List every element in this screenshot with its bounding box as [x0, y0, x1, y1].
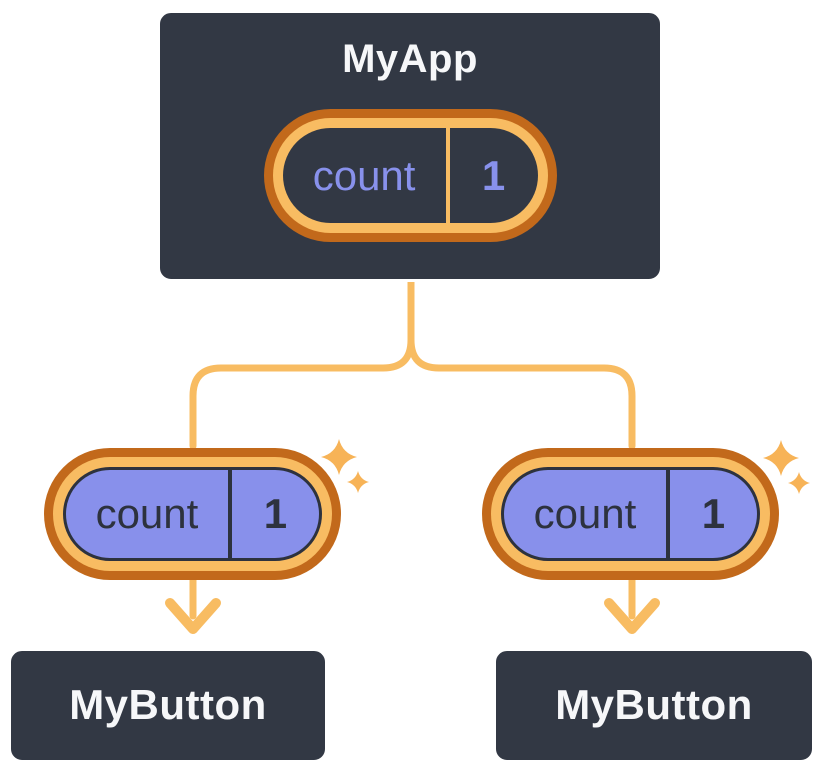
sparkle-icon: [321, 439, 357, 475]
prop-pill-right: count 1: [482, 448, 779, 580]
prop-name-label: count: [533, 490, 637, 537]
node-mybutton-left: MyButton: [8, 648, 328, 763]
node-myapp-title: MyApp: [342, 37, 478, 81]
connector-root-to-left-child: [189, 278, 415, 450]
arrow-down-right: [604, 574, 660, 634]
prop-pill-core: count 1: [501, 467, 760, 561]
node-myapp: MyApp count 1: [157, 10, 663, 282]
prop-pill-core: count 1: [63, 467, 322, 561]
arrow-down-left: [165, 574, 221, 634]
state-pill-core: count 1: [282, 128, 538, 223]
prop-name-label: count: [95, 490, 199, 537]
state-pill-count: count 1: [263, 109, 557, 242]
state-pill-divider: [445, 128, 450, 223]
state-name-label: count: [312, 151, 416, 199]
prop-pill-left: count 1: [44, 448, 341, 580]
prop-pill-inner-ring: count 1: [53, 457, 332, 571]
arrow-head-icon: [604, 598, 660, 634]
node-mybutton-right: MyButton: [493, 648, 815, 763]
sparkles-right-prop: [763, 440, 810, 494]
sparkles-left-prop: [321, 439, 369, 493]
node-mybutton-right-title: MyButton: [555, 681, 753, 729]
sparkle-icon: [788, 472, 810, 494]
node-mybutton-left-title: MyButton: [69, 681, 267, 729]
sparkle-icon: [763, 440, 799, 476]
prop-pill-divider: [665, 470, 670, 558]
prop-pill-inner-ring: count 1: [491, 457, 770, 571]
prop-value: 1: [263, 490, 288, 537]
connector-root-to-right-child: [407, 278, 636, 450]
arrow-head-icon: [165, 598, 221, 634]
prop-pill-divider: [227, 470, 232, 558]
state-value: 1: [481, 151, 506, 199]
sparkle-icon: [347, 471, 369, 493]
prop-value: 1: [701, 490, 726, 537]
state-pill-inner-ring: count 1: [272, 118, 548, 233]
